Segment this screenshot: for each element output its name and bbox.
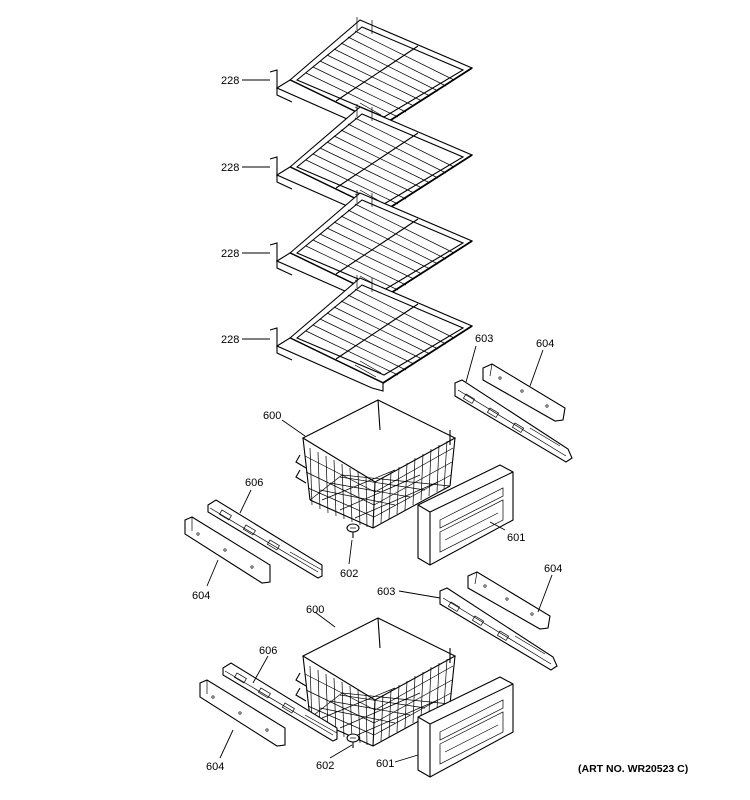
leader-lines (206, 79, 553, 763)
label-screw-lower: 602 (316, 760, 334, 772)
label-front-lower: 601 (376, 758, 394, 770)
label-slide-right-lower: 603 (377, 586, 395, 598)
label-rail-left-upper: 604 (192, 590, 210, 602)
label-front-upper: 601 (507, 532, 525, 544)
label-slide-left-upper: 606 (245, 477, 263, 489)
label-rail-left-lower: 604 (206, 761, 224, 773)
slide-rail-right-upper (454, 363, 573, 463)
label-rail-right-lower: 604 (544, 563, 562, 575)
label-shelf-2: 228 (221, 162, 239, 174)
drawer-front-upper (417, 464, 514, 566)
label-screw-upper: 602 (340, 568, 358, 580)
label-rail-right-upper: 604 (536, 338, 554, 350)
label-basket-lower: 600 (306, 604, 324, 616)
slide-rail-left-lower (199, 662, 338, 747)
wire-shelf-4 (269, 274, 473, 392)
screw-upper (346, 523, 360, 539)
label-slide-right-upper: 603 (475, 333, 493, 345)
label-shelf-3: 228 (221, 248, 239, 260)
slide-rail-right-lower (439, 571, 558, 671)
label-shelf-4: 228 (221, 334, 239, 346)
screw-lower (346, 733, 360, 749)
art-number: (ART NO. WR20523 C) (578, 763, 688, 775)
label-slide-left-lower: 606 (259, 645, 277, 657)
slide-rail-left-upper (184, 499, 323, 584)
label-basket-upper: 600 (263, 410, 281, 422)
label-shelf-1: 228 (221, 75, 239, 87)
drawer-front-lower (417, 676, 514, 778)
